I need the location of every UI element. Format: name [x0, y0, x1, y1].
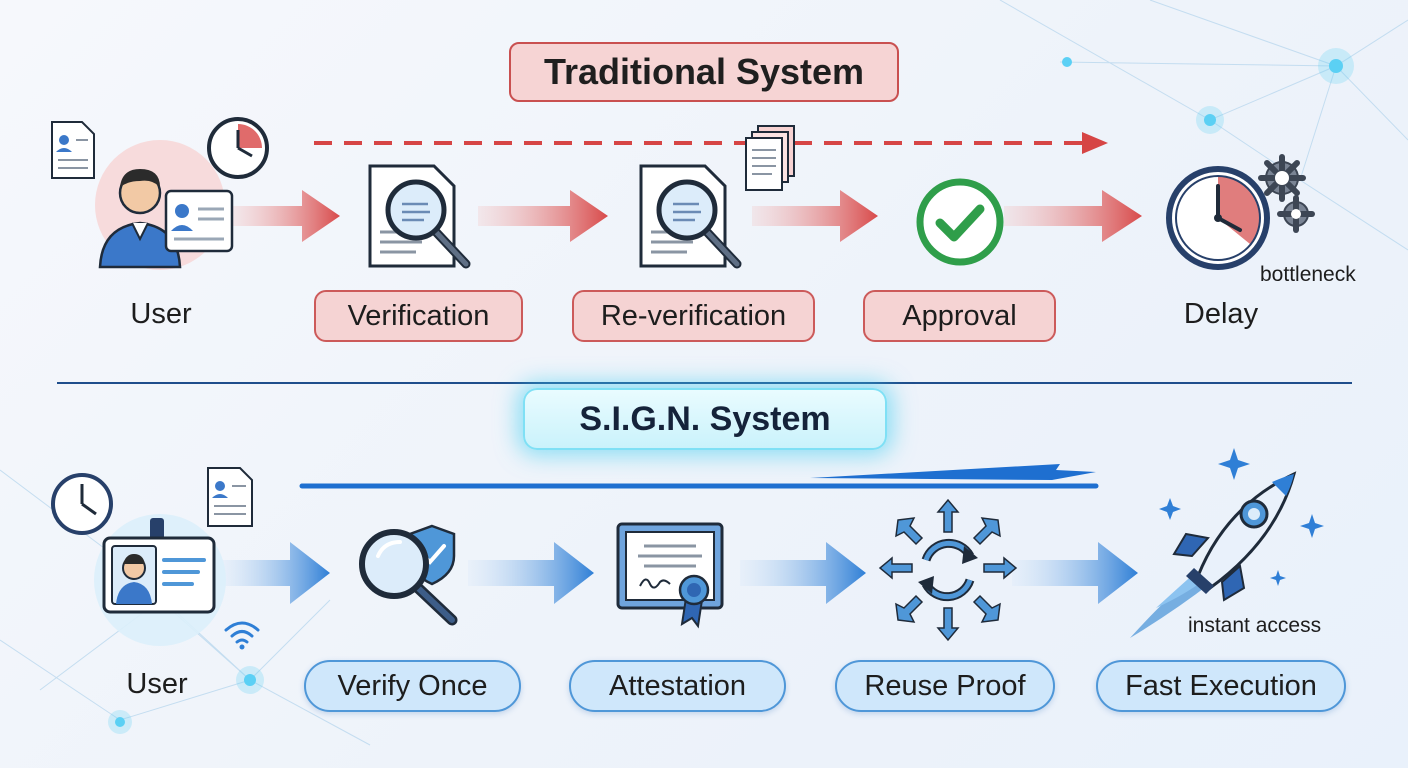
user-with-id-card-icon	[95, 140, 234, 270]
fast-timeline-arrow	[299, 464, 1099, 489]
rocket-icon	[1130, 448, 1324, 638]
clock-icon	[207, 117, 269, 179]
document-stack-icon	[745, 125, 795, 191]
traditional-title: Traditional System	[509, 42, 899, 102]
flow-arrow-2	[478, 190, 608, 242]
step-reuse-proof: Reuse Proof	[835, 660, 1055, 712]
delay-label: Delay	[1183, 298, 1259, 330]
dashed-timeline-arrow	[314, 132, 1108, 154]
document-icon	[207, 467, 253, 527]
reuse-arrows-icon	[878, 498, 1018, 642]
gears-icon	[1258, 154, 1315, 233]
sign-title: S.I.G.N. System	[523, 388, 887, 450]
flow-arrow-6	[468, 542, 594, 604]
flow-arrow-4	[1004, 190, 1142, 242]
magnifier-shield-icon	[359, 524, 458, 626]
bottleneck-note: bottleneck	[1260, 263, 1356, 286]
traditional-user-label: User	[130, 298, 192, 330]
step-verification: Verification	[314, 290, 523, 342]
flow-arrow-1	[232, 190, 340, 242]
document-magnifier-icon	[368, 164, 471, 269]
id-badge-icon	[94, 514, 226, 646]
flow-arrow-8	[1012, 542, 1138, 604]
flow-arrow-3	[752, 190, 878, 242]
check-circle-icon	[916, 178, 1004, 266]
clock-icon	[1166, 166, 1270, 270]
document-magnifier-icon	[639, 164, 742, 269]
document-icon	[51, 121, 95, 179]
wifi-icon	[224, 621, 260, 650]
step-approval: Approval	[863, 290, 1056, 342]
sign-user-label: User	[126, 668, 188, 700]
certificate-icon	[616, 522, 724, 629]
flow-arrow-7	[740, 542, 866, 604]
instant-access-note: instant access	[1188, 614, 1322, 637]
step-attestation: Attestation	[569, 660, 786, 712]
step-fast-execution: Fast Execution	[1096, 660, 1346, 712]
step-verify-once: Verify Once	[304, 660, 521, 712]
flow-arrow-5	[220, 542, 330, 604]
clock-icon	[51, 473, 113, 535]
step-re-verification: Re-verification	[572, 290, 815, 342]
